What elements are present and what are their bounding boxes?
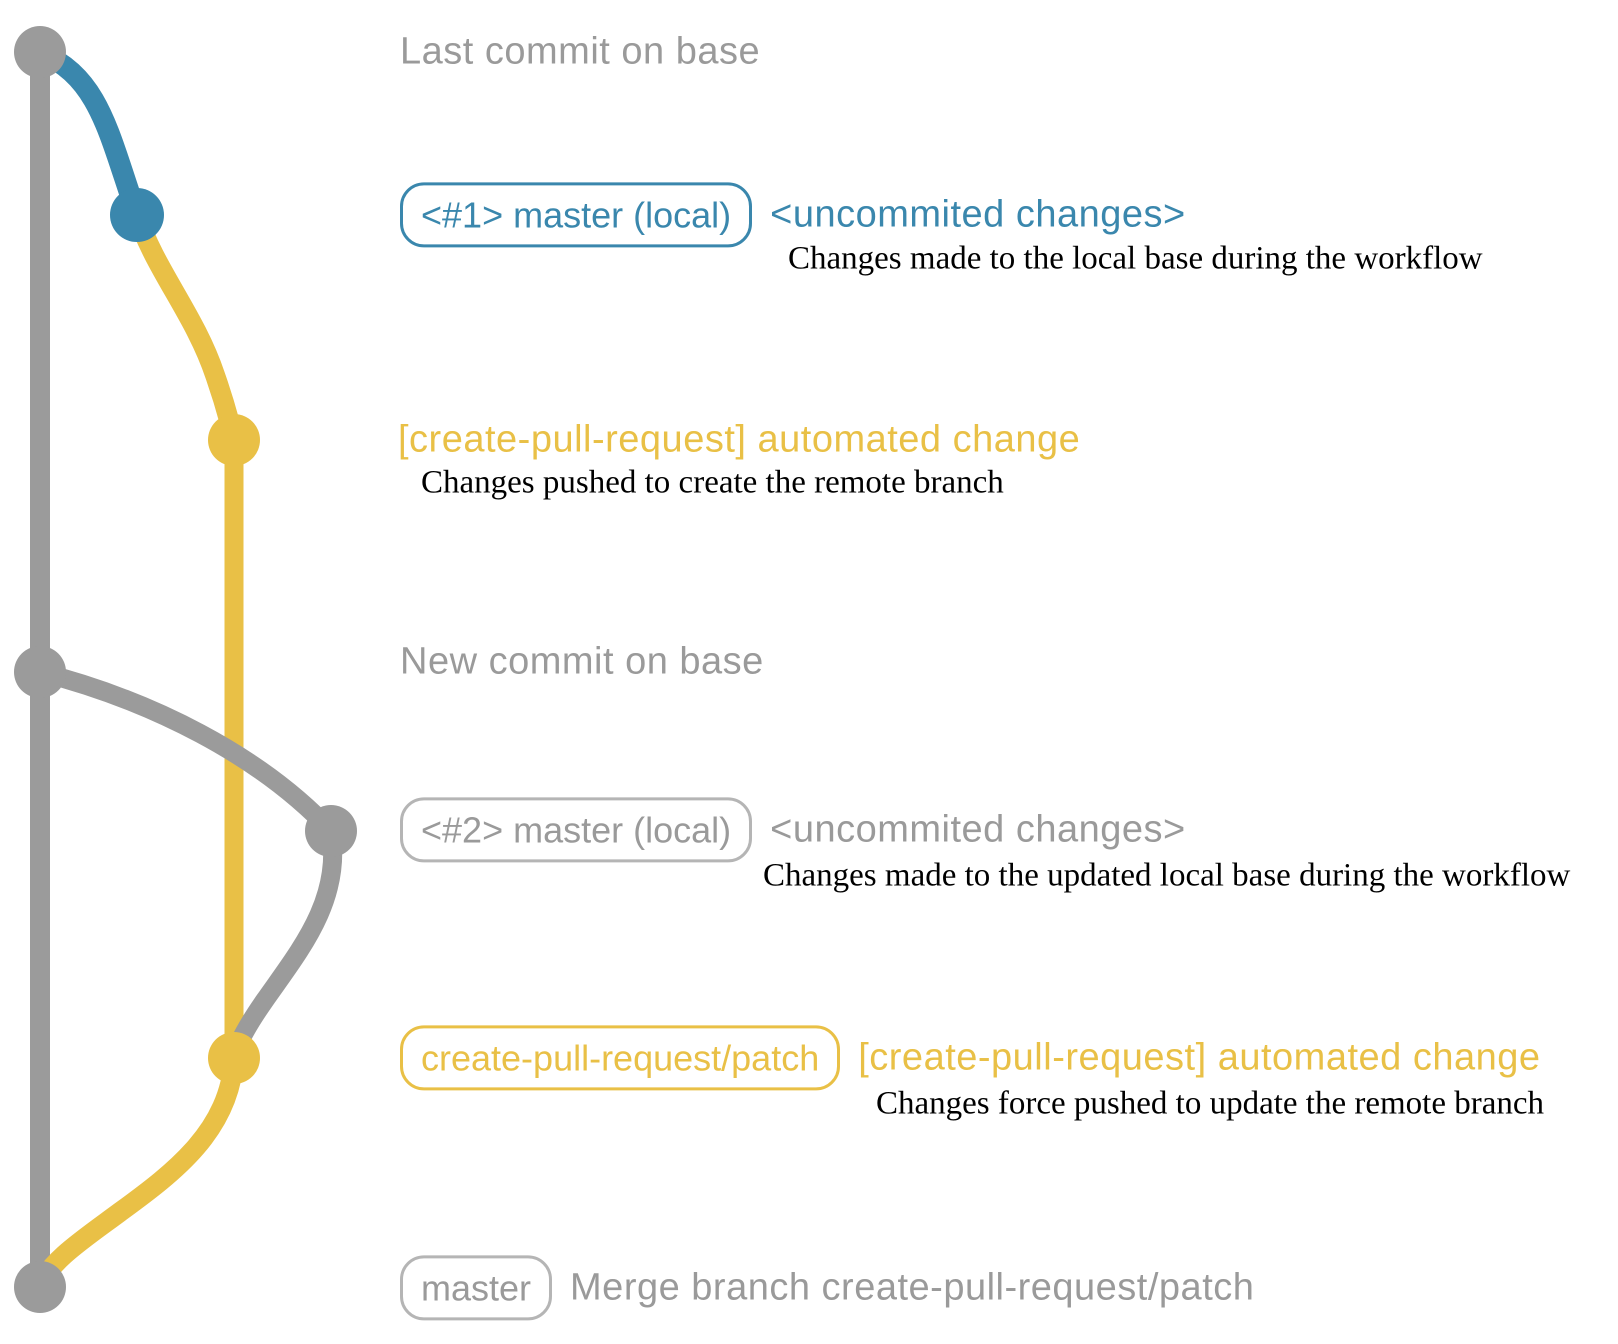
automated-change-note-2: Changes force pushed to update the remot…	[876, 1085, 1545, 1122]
commit-dot-patch-1	[208, 414, 260, 466]
branch-badge-master-local-1: <#1> master (local)	[400, 182, 753, 248]
branch-badge-patch: create-pull-request/patch	[400, 1025, 841, 1091]
uncommited-changes-label-2: <uncommited changes>	[770, 808, 1186, 851]
patch-branch-top-curve	[127, 205, 244, 450]
commit-dot-patch-2	[208, 1032, 260, 1084]
local-changes-branch-1-curve	[29, 41, 148, 226]
merge-row: master Merge branch create-pull-request/…	[400, 1255, 1255, 1321]
commit-dot-new-base	[14, 646, 66, 698]
last-commit-label: Last commit on base	[400, 30, 761, 73]
commit-dot-merge	[14, 1261, 66, 1313]
uncommited-changes-label-1: <uncommited changes>	[770, 193, 1186, 236]
local-changes-1-row: <#1> master (local) <uncommited changes>	[400, 182, 1186, 248]
commit-dot-local-changes-1	[110, 188, 164, 242]
local-changes-branch-2-curve	[30, 662, 343, 1068]
local-changes-1-note: Changes made to the local base during th…	[788, 240, 1483, 277]
patch-branch-merge-curve	[30, 1048, 244, 1297]
merge-commit-message: Merge branch create-pull-request/patch	[570, 1266, 1255, 1309]
commit-dot-local-changes-2	[305, 805, 357, 857]
branch-badge-master: master	[400, 1255, 553, 1321]
branch-badge-master-local-2: <#2> master (local)	[400, 797, 753, 863]
automated-change-title-2: [create-pull-request] automated change	[858, 1036, 1541, 1079]
patch-branch-row: create-pull-request/patch [create-pull-r…	[400, 1025, 1541, 1091]
automated-change-note-1: Changes pushed to create the remote bran…	[421, 464, 1004, 501]
automated-change-title-1: [create-pull-request] automated change	[398, 418, 1081, 461]
commit-dot-last-base	[14, 26, 66, 78]
local-changes-2-note: Changes made to the updated local base d…	[763, 857, 1571, 894]
new-commit-label: New commit on base	[400, 640, 764, 683]
local-changes-2-row: <#2> master (local) <uncommited changes>	[400, 797, 1186, 863]
